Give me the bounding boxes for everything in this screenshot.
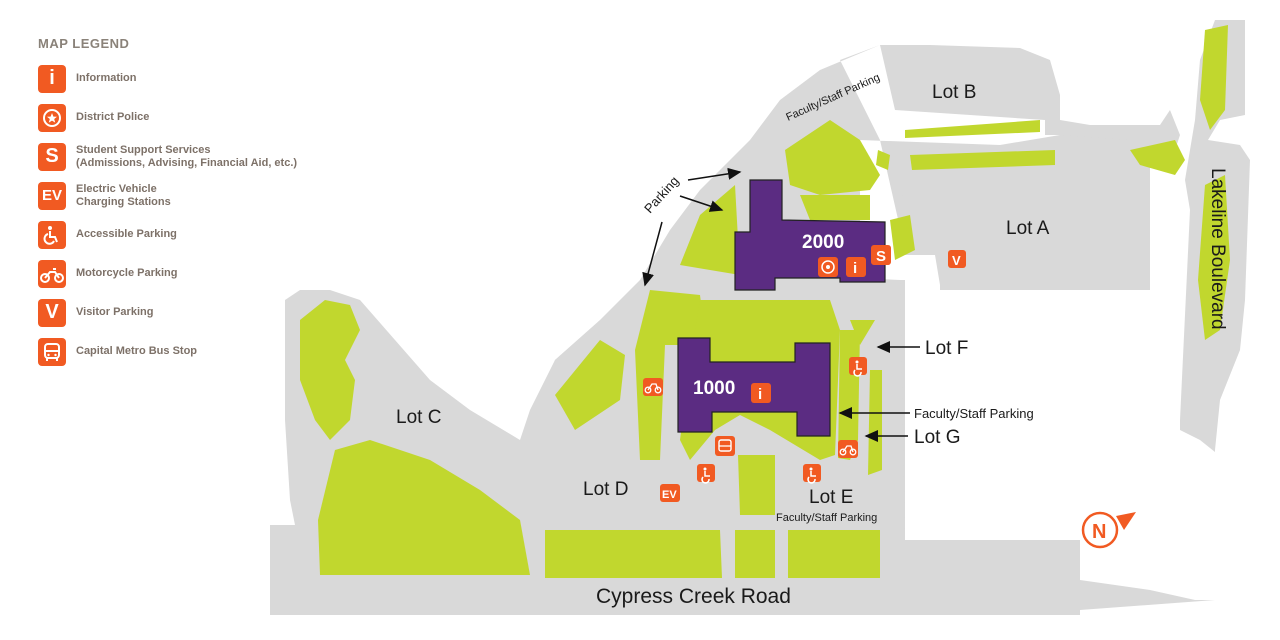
building-1000-label: 1000 bbox=[693, 378, 735, 399]
north-compass-icon: N bbox=[1081, 511, 1136, 549]
lot-b-label: Lot B bbox=[932, 82, 976, 103]
svg-text:N: N bbox=[1092, 521, 1106, 543]
info-icon-2000: i bbox=[846, 257, 866, 277]
lot-a-label: Lot A bbox=[1006, 218, 1050, 239]
legend-item-police: District Police bbox=[38, 102, 338, 133]
legend-item-ev: EV Electric Vehicle Charging Stations bbox=[38, 180, 338, 211]
parking-arrow-3 bbox=[642, 221, 663, 287]
lot-g-label: Lot G bbox=[914, 427, 960, 448]
legend-item-information: i Information bbox=[38, 63, 338, 94]
building-2000-label: 2000 bbox=[802, 232, 844, 253]
legend-label: Visitor Parking bbox=[76, 306, 154, 318]
legend-item-student-services: S Student Support Services (Admissions, … bbox=[38, 141, 338, 172]
bus-stop-icon bbox=[38, 337, 66, 366]
parking-arrow-2 bbox=[679, 195, 724, 212]
visitor-parking-icon: V bbox=[38, 298, 66, 327]
ev-charging-icon: EV bbox=[38, 181, 66, 210]
legend-item-bus: Capital Metro Bus Stop bbox=[38, 336, 338, 367]
lot-labels: Lot B Lot A Lot C Lot D Lot E Lot F Lot … bbox=[396, 82, 1050, 508]
police-badge-icon bbox=[38, 103, 66, 132]
ev-charging-icon-map: EV bbox=[660, 484, 680, 502]
legend-label: Capital Metro Bus Stop bbox=[76, 345, 198, 357]
map-icons: i i S V EV bbox=[643, 245, 966, 502]
info-icon: i bbox=[38, 64, 66, 93]
lot-c-label: Lot C bbox=[396, 407, 441, 428]
svg-text:i: i bbox=[853, 260, 857, 277]
legend-item-accessible: Accessible Parking bbox=[38, 219, 338, 250]
info-icon-1000: i bbox=[751, 383, 771, 403]
faculty-parking-label-e: Faculty/Staff Parking bbox=[776, 512, 877, 524]
legend-item-motorcycle: Motorcycle Parking bbox=[38, 258, 338, 289]
accessible-parking-icon-e bbox=[803, 464, 821, 484]
accessible-parking-icon-f bbox=[849, 357, 867, 377]
svg-text:EV: EV bbox=[662, 489, 677, 501]
lot-e-label: Lot E bbox=[809, 487, 853, 508]
student-services-icon: S bbox=[38, 142, 66, 171]
legend-sublabel: Charging Stations bbox=[76, 195, 171, 208]
legend-sublabel: (Admissions, Advising, Financial Aid, et… bbox=[76, 156, 298, 169]
lot-d-label: Lot D bbox=[583, 479, 628, 500]
parking-label: Parking bbox=[641, 173, 682, 216]
motorcycle-icon bbox=[38, 259, 66, 288]
lot-f-label: Lot F bbox=[925, 338, 968, 359]
lakeline-boulevard-label: Lakeline Boulevard bbox=[1207, 168, 1228, 330]
svg-text:S: S bbox=[876, 248, 886, 265]
legend-label: District Police bbox=[76, 111, 150, 123]
svg-text:i: i bbox=[758, 386, 762, 403]
legend-label: Electric Vehicle bbox=[76, 182, 157, 195]
cypress-creek-road-label: Cypress Creek Road bbox=[596, 585, 791, 608]
pointer-arrows bbox=[642, 167, 920, 442]
motorcycle-icon-d bbox=[643, 378, 663, 396]
legend-label: Information bbox=[76, 72, 137, 84]
visitor-parking-icon-map: V bbox=[948, 250, 966, 268]
accessible-parking-icon bbox=[38, 220, 66, 249]
parking-arrow-1 bbox=[687, 167, 742, 181]
svg-text:V: V bbox=[952, 253, 961, 268]
faculty-parking-label-right: Faculty/Staff Parking bbox=[914, 406, 1034, 421]
legend-item-visitor: V Visitor Parking bbox=[38, 297, 338, 328]
motorcycle-icon-g bbox=[838, 440, 858, 458]
legend-title: MAP LEGEND bbox=[38, 36, 130, 51]
student-services-icon-2000: S bbox=[871, 245, 891, 265]
police-badge-icon-2000 bbox=[818, 257, 838, 277]
accessible-parking-icon-d bbox=[697, 464, 715, 484]
legend-label: Motorcycle Parking bbox=[76, 267, 178, 279]
bus-stop-icon-map bbox=[715, 436, 735, 456]
legend-label: Student Support Services bbox=[76, 143, 211, 156]
legend-label: Accessible Parking bbox=[76, 228, 177, 240]
map-legend: MAP LEGEND i Information District Police… bbox=[38, 36, 338, 375]
green-areas bbox=[300, 25, 1230, 578]
